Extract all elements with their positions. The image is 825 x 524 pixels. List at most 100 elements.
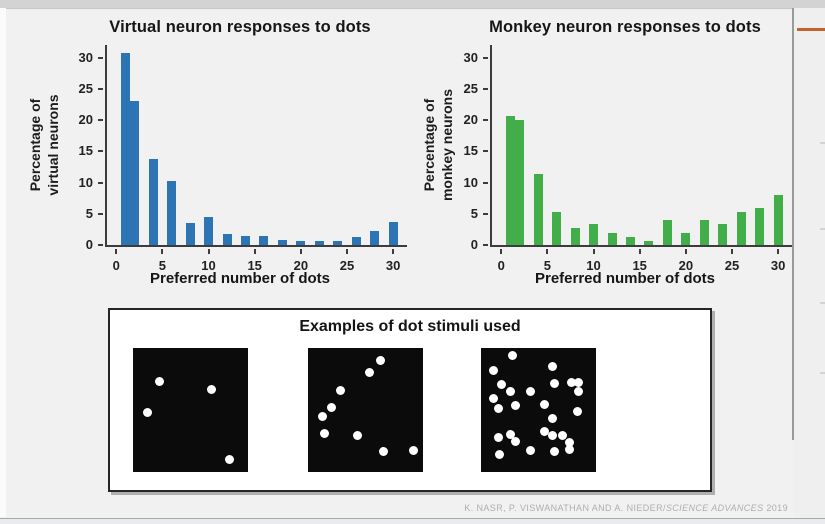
y-tick-mark [98, 212, 103, 215]
y-tick-label: 15 [463, 143, 478, 159]
stimulus-dot [540, 427, 550, 437]
x-tick-mark [731, 249, 733, 254]
x-tick-mark [299, 249, 302, 254]
stimulus-dot [564, 437, 574, 447]
y-tick-mark [483, 87, 488, 90]
bar-x8 [570, 228, 580, 245]
x-tick-label: 10 [586, 258, 601, 273]
bar-x28 [370, 230, 380, 245]
stimulus-dot [352, 430, 362, 440]
bar-x6 [552, 211, 562, 245]
x-tick-mark [392, 249, 395, 254]
y-tick-label: 5 [85, 205, 93, 221]
bar-x14 [625, 236, 635, 245]
bar-x26 [351, 236, 361, 245]
stimulus-dot [558, 430, 568, 440]
stimulus-dot [225, 454, 235, 464]
stimulus-dot [564, 444, 574, 454]
y-tick-mark [483, 56, 488, 59]
stimulus-dot [574, 377, 584, 387]
stimulus-dot [365, 367, 375, 377]
stimulus-dot [493, 404, 503, 414]
stimuli-box-title: Examples of dot stimuli used [299, 318, 521, 335]
bar-x26 [736, 211, 746, 245]
y-tick-label: 0 [85, 237, 93, 252]
x-tick-label: 15 [247, 258, 262, 273]
dot-stimulus-panel-few [133, 348, 248, 472]
y-tick-label: 0 [470, 237, 478, 252]
y-tick-label: 30 [78, 49, 93, 65]
bar-x22 [314, 241, 324, 245]
stimulus-dot [493, 433, 503, 443]
y-tick-mark [483, 244, 488, 246]
x-tick-mark [777, 249, 780, 254]
x-tick-label: 30 [385, 258, 401, 273]
x-tick-mark [207, 249, 210, 254]
y-tick-mark [483, 181, 488, 184]
stimulus-dot [547, 430, 557, 440]
y-tick-mark [98, 119, 103, 121]
stimulus-dot [327, 403, 337, 413]
bar-x8 [185, 223, 195, 245]
bar-x22 [699, 220, 709, 245]
edge-artifact [820, 372, 825, 374]
stimulus-dot [510, 436, 520, 446]
x-axis-label: Preferred number of dots [534, 270, 716, 287]
bar-x4 [148, 159, 158, 245]
y-tick-label: 20 [78, 112, 93, 127]
bar-x14 [240, 236, 250, 245]
bar-x24 [718, 223, 728, 245]
stimuli-examples-box: Examples of dot stimuli used [108, 308, 712, 492]
x-tick-mark [161, 249, 164, 254]
bar-x18 [277, 240, 287, 245]
y-axis-label: Percentage of virtual neurons [27, 94, 61, 196]
x-tick-label: 5 [543, 258, 551, 273]
stimulus-dot [540, 399, 550, 409]
stimulus-dot [566, 377, 576, 387]
x-tick-label: 25 [724, 258, 740, 273]
y-tick-mark [98, 56, 103, 59]
y-tick-label: 15 [78, 143, 93, 159]
right-page-divider [792, 8, 794, 440]
x-tick-label: 5 [158, 258, 166, 273]
bar-x4 [533, 174, 543, 245]
top-chrome-strip [0, 0, 825, 9]
stimulus-dot [379, 446, 389, 456]
chart-title: Virtual neuron responses to dots [109, 18, 371, 36]
y-tick-mark [98, 244, 103, 246]
x-tick-label: 20 [293, 258, 309, 273]
stimulus-dot [408, 445, 418, 455]
stimulus-dot [335, 385, 345, 395]
x-tick-label: 20 [678, 258, 694, 273]
edge-artifact [820, 142, 825, 144]
stimulus-dot [549, 379, 559, 389]
bar-x16 [644, 241, 654, 245]
stimulus-dot [510, 400, 520, 410]
bar-x16 [259, 235, 269, 245]
stimulus-dot [375, 356, 385, 366]
x-tick-mark [346, 249, 348, 254]
stimulus-dot [525, 387, 535, 397]
stimulus-dot [506, 387, 516, 397]
stimulus-dot [496, 380, 506, 390]
right-margin-strip [794, 8, 825, 517]
x-tick-label: 15 [632, 258, 647, 273]
y-tick-label: 25 [78, 80, 93, 96]
image-credit: K. NASR, P. VISWANATHAN AND A. NIEDER/SC… [464, 503, 788, 513]
stimulus-dot [142, 407, 152, 417]
bar-x20 [296, 240, 306, 245]
bar-x1 [505, 116, 515, 245]
y-tick-mark [483, 150, 488, 153]
y-tick-mark [98, 87, 103, 90]
x-tick-mark [638, 249, 641, 254]
stimulus-dot [574, 387, 584, 397]
x-tick-mark [684, 249, 687, 254]
chart-title: Monkey neuron responses to dots [489, 18, 761, 36]
stimulus-dot [489, 394, 499, 403]
edge-artifact [820, 302, 825, 304]
stimulus-dot [489, 366, 499, 376]
y-tick-mark [98, 150, 103, 153]
